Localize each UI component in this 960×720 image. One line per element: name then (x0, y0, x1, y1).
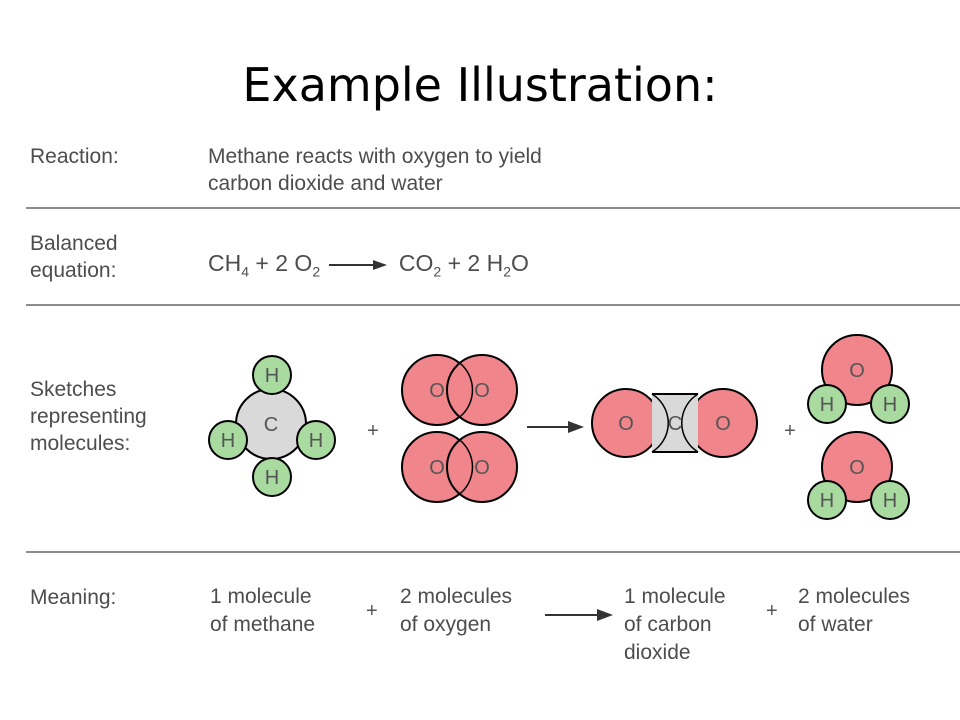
methane-h-label-top: H (265, 365, 279, 387)
o2-2-o-label-right: O (474, 457, 490, 479)
h2o-1-hydrogen-right (870, 384, 910, 424)
methane-hydrogen-top (252, 355, 292, 395)
eq-o2-sub: 2 (312, 263, 321, 280)
h2o-1-hydrogen-left (807, 384, 847, 424)
meaning-co2-line2: of carbon (624, 613, 712, 636)
h2o-1-oxygen (821, 334, 893, 406)
o2-2-o-label-left: O (429, 457, 445, 479)
sketches-label-line1: Sketches (30, 378, 117, 401)
reaction-text-line1: Methane reacts with oxygen to yield (208, 145, 542, 168)
meaning-plus-1: + (366, 600, 378, 622)
water-molecule-1: O H H (807, 334, 910, 424)
methane-h-label-bottom: H (265, 467, 279, 489)
sketch-plus-2: + (784, 420, 796, 442)
balanced-label-line2: equation: (30, 259, 117, 282)
eq-plus-o: + 2 O (255, 250, 313, 276)
eq-ch: CH (208, 250, 242, 276)
co2-o-label-left: O (618, 413, 634, 435)
h2o-1-h-label-left: H (820, 394, 834, 416)
h2o-2-hydrogen-right (870, 480, 910, 520)
balanced-label-line1: Balanced (30, 232, 118, 255)
divider-3 (26, 551, 960, 553)
methane-hydrogen-bottom (252, 457, 292, 497)
co2-carbon-atom (652, 394, 698, 452)
methane-h-label-right: H (309, 430, 323, 452)
sketch-arrow-icon (527, 421, 584, 433)
divider-1 (26, 207, 960, 209)
o2-1-o-label-right: O (474, 380, 490, 402)
o2-1-o-label-left: O (429, 380, 445, 402)
eq-h-sub: 2 (503, 263, 512, 280)
meaning-oxygen-line1: 2 molecules (400, 585, 513, 608)
eq-co-sub: 2 (433, 263, 442, 280)
eq-plus-h: + 2 H (447, 250, 504, 276)
meaning-methane-line2: of methane (210, 613, 316, 636)
h2o-2-h-label-left: H (820, 490, 834, 512)
sketches-label-line2: representing (30, 405, 147, 428)
eq-o-end: O (511, 250, 529, 276)
water-molecule-2: O H H (807, 431, 910, 520)
arrow-right-icon (328, 260, 387, 271)
meaning-arrow-icon (545, 609, 613, 621)
methane-hydrogen-left (208, 420, 248, 460)
divider-2 (26, 304, 960, 306)
reaction-text-line2: carbon dioxide and water (208, 172, 443, 195)
page-title: Example Illustration: (242, 58, 718, 112)
eq-ch-sub: 4 (241, 263, 250, 280)
eq-co: CO (398, 250, 434, 276)
meaning-methane-line1: 1 molecule (210, 585, 312, 608)
meaning-oxygen-line2: of oxygen (400, 613, 492, 636)
meaning-plus-2: + (766, 600, 778, 622)
meaning-co2-line3: dioxide (624, 641, 691, 664)
methane-c-label: C (264, 414, 278, 436)
h2o-2-o-label: O (849, 457, 865, 479)
carbon-dioxide-molecule: O C O (591, 388, 758, 458)
methane-hydrogen-right (296, 420, 336, 460)
meaning-co2-line1: 1 molecule (624, 585, 726, 608)
balanced-equation: CH4 + 2 O2 CO2 + 2 H2O (208, 250, 529, 280)
sketches-label-line3: molecules: (30, 432, 131, 455)
methane-h-label-left: H (221, 430, 235, 452)
h2o-1-h-label-right: H (883, 394, 897, 416)
eq-arrow (327, 251, 393, 278)
co2-c-label: C (668, 413, 682, 435)
co2-o-label-right: O (715, 413, 731, 435)
h2o-1-o-label: O (849, 360, 865, 382)
sketch-plus-1: + (367, 420, 379, 442)
h2o-2-h-label-right: H (883, 490, 897, 512)
h2o-2-hydrogen-left (807, 480, 847, 520)
oxygen-molecule-2: O O (401, 431, 518, 503)
reaction-label: Reaction: (30, 145, 119, 168)
meaning-water-line2: of water (798, 613, 873, 636)
o2-1-atom-right (446, 354, 518, 426)
o2-2-atom-right (446, 431, 518, 503)
meaning-label: Meaning: (30, 586, 117, 609)
meaning-water-line1: 2 molecules (798, 585, 911, 608)
oxygen-molecule-1: O O (401, 354, 518, 426)
methane-molecule: C H H H H (208, 355, 336, 497)
